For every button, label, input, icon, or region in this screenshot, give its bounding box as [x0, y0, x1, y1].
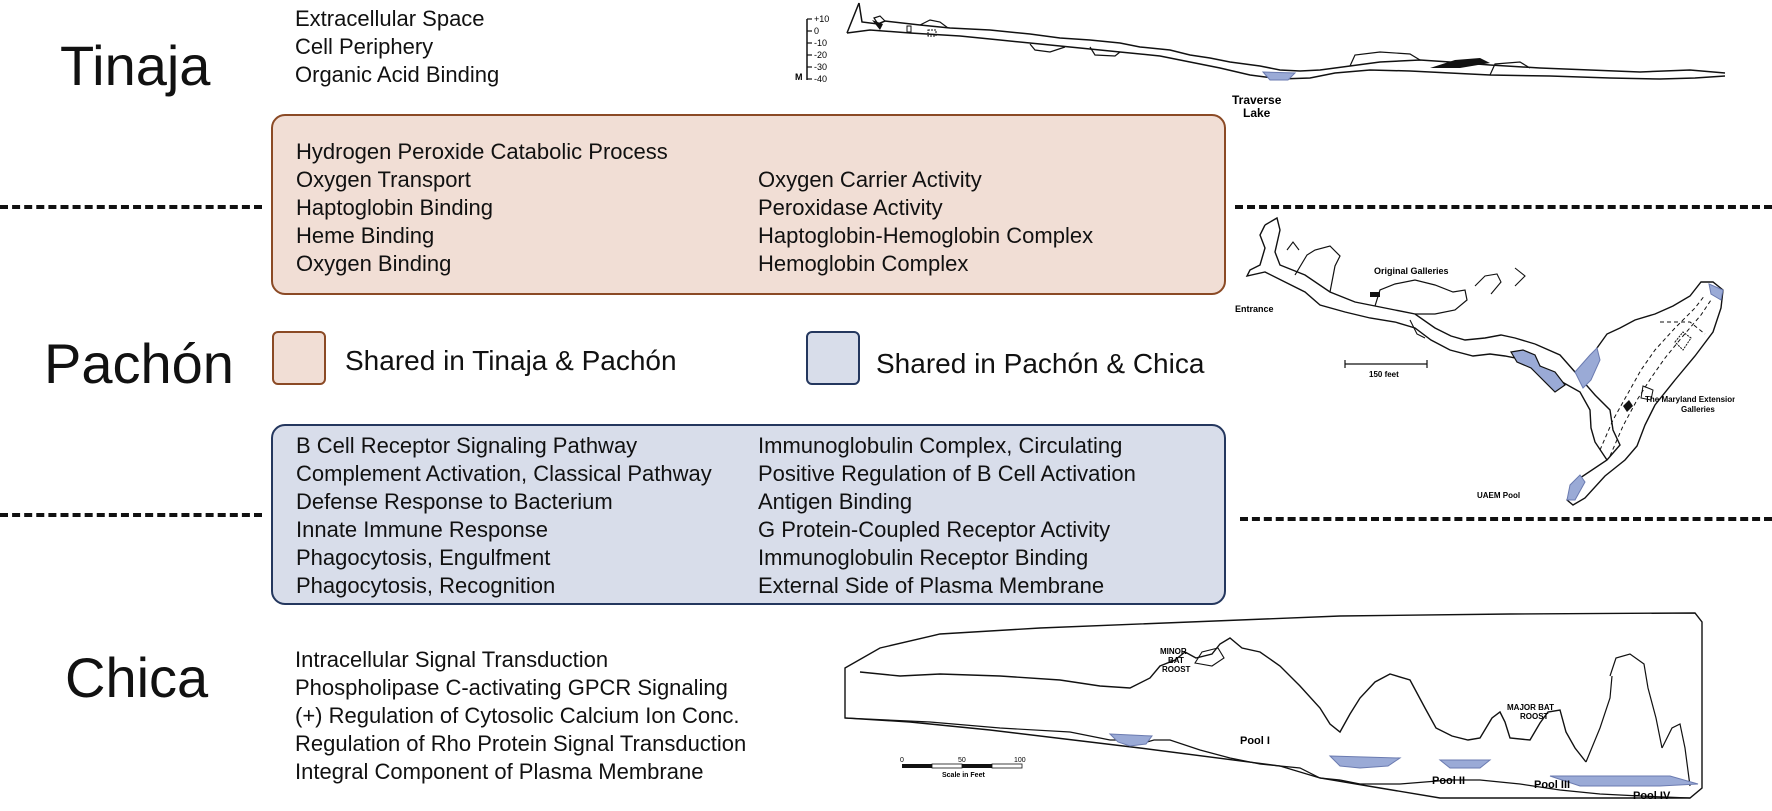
divider-tinaja-pachon-left	[0, 205, 262, 209]
scale-label: Scale in Feet	[942, 772, 985, 779]
shared-term: Immunoglobulin Complex, Circulating	[758, 433, 1123, 458]
region-title-tinaja: Tinaja	[60, 34, 211, 97]
scale-tick-label: +10	[814, 14, 829, 24]
chica-scale-bar: 0 50 100 Scale in Feet	[900, 757, 1026, 779]
chica-term: Integral Component of Plasma Membrane	[295, 759, 704, 784]
shared-term: B Cell Receptor Signaling Pathway	[296, 433, 638, 458]
shared-term: External Side of Plasma Membrane	[758, 573, 1105, 598]
scale-tick-label: 50	[958, 757, 966, 764]
divider-pachon-chica-right	[1240, 517, 1772, 521]
pachon-middle-pool	[1574, 347, 1601, 389]
shared-tinaja-pachon-right-column: Oxygen Carrier Activity Peroxidase Activ…	[758, 166, 1093, 278]
divider-tinaja-pachon-right	[1235, 205, 1772, 209]
scale-tick-label: -30	[814, 62, 827, 72]
scale-tick-label: -40	[814, 74, 827, 84]
pachon-left-pool	[1510, 349, 1566, 393]
tinaja-term: Organic Acid Binding	[295, 62, 500, 87]
minor-bat-roost-label: BAT	[1168, 656, 1184, 665]
shared-term: Immunoglobulin Receptor Binding	[758, 545, 1089, 570]
shared-term: Oxygen Binding	[296, 251, 452, 276]
tinaja-term-list: Extracellular Space Cell Periphery Organ…	[295, 5, 499, 89]
chica-term: (+) Regulation of Cytosolic Calcium Ion …	[295, 703, 740, 728]
chica-term-list: Intracellular Signal Transduction Phosph…	[295, 646, 746, 786]
shared-term: Oxygen Carrier Activity	[758, 167, 982, 192]
pool-i-label: Pool I	[1240, 735, 1270, 747]
shared-term: G Protein-Coupled Receptor Activity	[758, 517, 1111, 542]
pool-ii	[1328, 755, 1402, 769]
shared-tinaja-pachon-box: Hydrogen Peroxide Catabolic Process Oxyg…	[271, 114, 1226, 295]
chica-term: Regulation of Rho Protein Signal Transdu…	[295, 731, 747, 756]
pool-i	[1108, 733, 1153, 747]
scale-tick-label: 0	[814, 26, 819, 36]
pachon-cave-map: Original Galleries Entrance 150 feet The…	[1235, 216, 1735, 506]
pool-iii-label: Pool III	[1534, 779, 1570, 791]
pool-iv-label: Pool IV	[1633, 790, 1671, 802]
scale-unit: M	[795, 72, 803, 82]
shared-term: Hydrogen Peroxide Catabolic Process	[296, 139, 668, 164]
shared-term: Hemoglobin Complex	[758, 251, 969, 276]
shared-term: Heme Binding	[296, 223, 435, 248]
maryland-extension-label: The Maryland Extension	[1645, 395, 1735, 404]
shared-term: Oxygen Transport	[296, 167, 471, 192]
chica-term: Phospholipase C-activating GPCR Signalin…	[295, 675, 728, 700]
tinaja-term: Extracellular Space	[295, 6, 485, 31]
shared-term: Phagocytosis, Engulfment	[296, 545, 551, 570]
tinaja-term: Cell Periphery	[295, 34, 434, 59]
shared-term: Positive Regulation of B Cell Activation	[758, 461, 1136, 486]
pool-iv	[1549, 775, 1699, 787]
chica-cave-map: MINOR BAT ROOST MAJOR BAT ROOST Pool I P…	[844, 612, 1703, 802]
tinaja-cave-map: +10 0 -10 -20 -30 -40 M Traverse Lake	[795, 2, 1726, 120]
major-bat-roost-label: ROOST	[1520, 712, 1549, 721]
shared-pachon-chica-right-column: Immunoglobulin Complex, Circulating Posi…	[758, 432, 1136, 600]
divider-pachon-chica-left	[0, 513, 262, 517]
pool-ii-label: Pool II	[1432, 775, 1465, 787]
shared-term: Haptoglobin Binding	[296, 195, 493, 220]
traverse-lake-label: Traverse	[1232, 93, 1282, 107]
shared-term: Peroxidase Activity	[758, 195, 943, 220]
legend-swatch-pachon-chica	[806, 331, 860, 385]
pachon-upper-pool	[1708, 283, 1724, 301]
shared-term: Complement Activation, Classical Pathway	[296, 461, 712, 486]
minor-bat-roost-label: MINOR	[1160, 647, 1187, 656]
shared-pachon-chica-left-column: B Cell Receptor Signaling Pathway Comple…	[296, 432, 712, 600]
major-bat-roost-label: MAJOR BAT	[1507, 703, 1554, 712]
minor-bat-roost-label: ROOST	[1162, 665, 1191, 674]
pool-iii	[1438, 759, 1492, 769]
tinaja-depth-scale: +10 0 -10 -20 -30 -40 M	[795, 14, 829, 84]
scale-tick-label: -20	[814, 50, 827, 60]
original-galleries-label: Original Galleries	[1374, 266, 1449, 276]
shared-term: Phagocytosis, Recognition	[296, 573, 556, 598]
uaem-pool-label: UAEM Pool	[1477, 491, 1520, 500]
maryland-extension-label: Galleries	[1681, 405, 1715, 414]
uaem-pool	[1566, 474, 1586, 501]
entrance-label: Entrance	[1235, 304, 1274, 314]
scale-tick-label: 100	[1014, 757, 1026, 764]
scale-tick-label: 0	[900, 757, 904, 764]
pachon-scale-label: 150 feet	[1369, 370, 1399, 379]
traverse-lake-pool	[1261, 71, 1297, 81]
shared-term: Haptoglobin-Hemoglobin Complex	[758, 223, 1094, 248]
shared-term: Antigen Binding	[758, 489, 913, 514]
legend-label-pachon-chica: Shared in Pachón & Chica	[876, 348, 1205, 379]
traverse-lake-label: Lake	[1243, 106, 1271, 120]
region-title-pachon: Pachón	[44, 332, 234, 395]
shared-tinaja-pachon-left-column: Hydrogen Peroxide Catabolic Process Oxyg…	[296, 138, 668, 278]
shared-pachon-chica-box: B Cell Receptor Signaling Pathway Comple…	[271, 424, 1226, 605]
legend-swatch-tinaja-pachon	[272, 331, 326, 385]
shared-term: Innate Immune Response	[296, 517, 548, 542]
shared-term: Defense Response to Bacterium	[296, 489, 613, 514]
region-title-chica: Chica	[65, 646, 209, 709]
scale-tick-label: -10	[814, 38, 827, 48]
legend-label-tinaja-pachon: Shared in Tinaja & Pachón	[345, 345, 677, 376]
chica-term: Intracellular Signal Transduction	[295, 647, 609, 672]
